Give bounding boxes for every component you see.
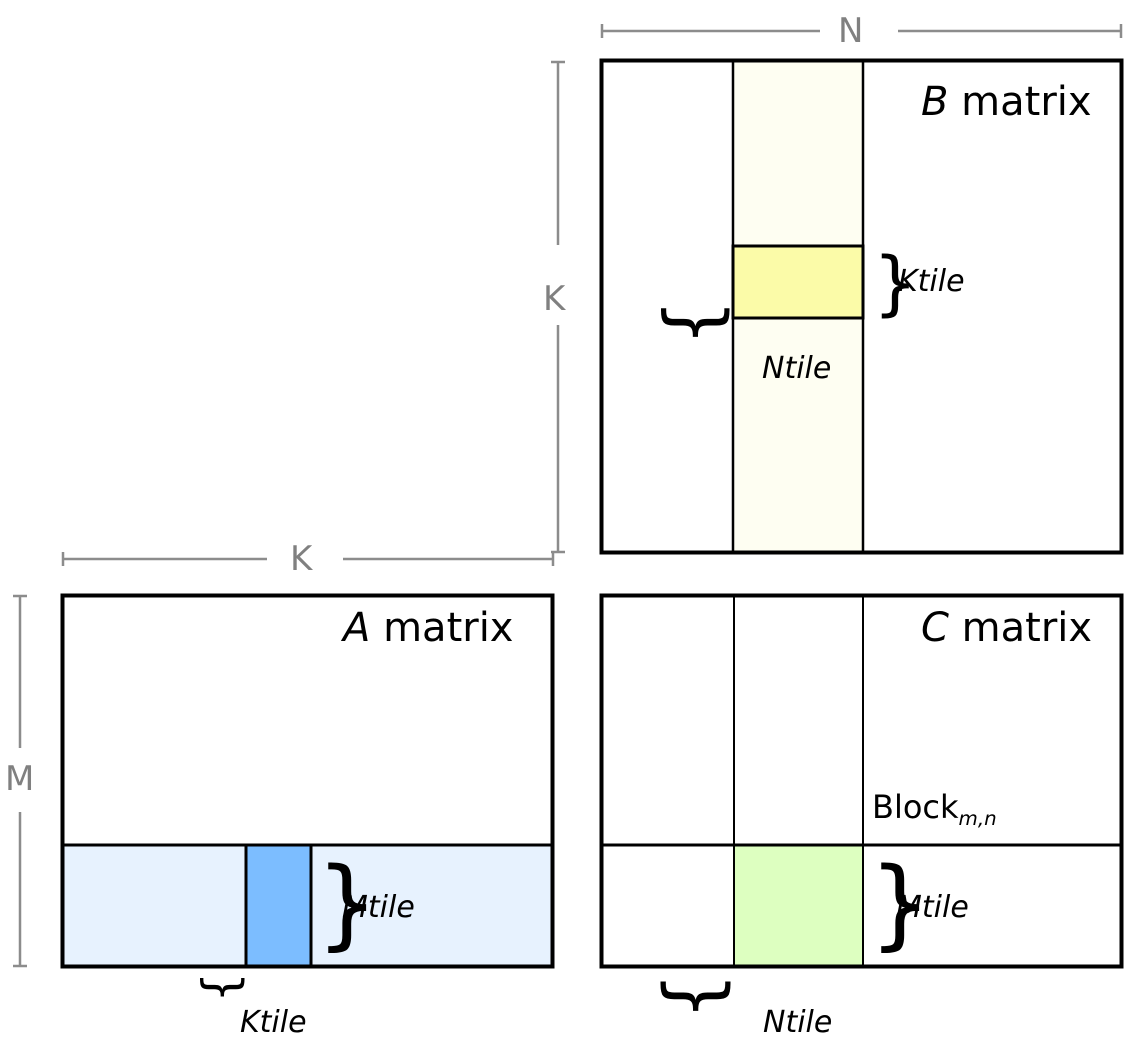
b-matrix-ktile-label: Ktile xyxy=(898,264,965,299)
b-matrix-ntile-brace: } xyxy=(655,299,741,347)
b-matrix xyxy=(599,58,1124,555)
k-dimension-horizontal-label: K xyxy=(290,539,313,579)
n-dimension-label: N xyxy=(838,11,864,51)
c-matrix-tile xyxy=(734,845,863,967)
b-matrix-name: B xyxy=(921,79,949,125)
a-matrix-ktile-brace: } xyxy=(196,972,252,1003)
c-matrix-border xyxy=(599,593,1124,969)
b-matrix-suffix: matrix xyxy=(948,79,1092,125)
a-matrix-tile xyxy=(244,843,313,969)
a-matrix-title: A matrix xyxy=(343,608,513,648)
a-matrix-mtile-brace: } xyxy=(316,847,379,961)
b-matrix-tile xyxy=(731,244,865,320)
c-matrix-mtile-brace: } xyxy=(869,847,932,961)
c-matrix-block-text: Block xyxy=(872,788,959,826)
c-matrix-block-label: Blockm,n xyxy=(872,788,997,829)
b-matrix-ktile-brace: } xyxy=(873,242,918,324)
a-matrix-name: A xyxy=(343,605,371,651)
a-matrix-border xyxy=(60,593,555,969)
a-matrix-mtile-label: Mtile xyxy=(342,890,415,925)
c-matrix-title: C matrix xyxy=(921,608,1092,648)
a-matrix-ktile-label: Ktile xyxy=(240,1005,307,1040)
b-matrix-border xyxy=(599,58,1124,555)
a-matrix-suffix: matrix xyxy=(370,605,514,651)
c-matrix-ntile-brace: } xyxy=(655,972,744,1021)
c-matrix-block-subscript: m,n xyxy=(958,807,997,831)
c-matrix-name: C xyxy=(921,605,949,651)
m-dimension-label: M xyxy=(5,759,35,799)
b-matrix-title: B matrix xyxy=(921,82,1092,122)
n-dimension-line xyxy=(600,24,1123,38)
c-matrix-suffix: matrix xyxy=(948,605,1093,651)
a-matrix xyxy=(60,593,555,969)
m-dimension-line xyxy=(13,594,27,968)
c-matrix-ntile-label: Ntile xyxy=(763,1005,833,1040)
c-matrix xyxy=(599,593,1124,969)
k-dimension-horizontal-line xyxy=(61,552,555,566)
c-matrix-mtile-label: Mtile xyxy=(896,890,969,925)
k-dimension-vertical-label: K xyxy=(543,279,566,319)
b-matrix-ntile-label: Ntile xyxy=(762,351,832,386)
k-dimension-vertical-line xyxy=(551,60,565,554)
